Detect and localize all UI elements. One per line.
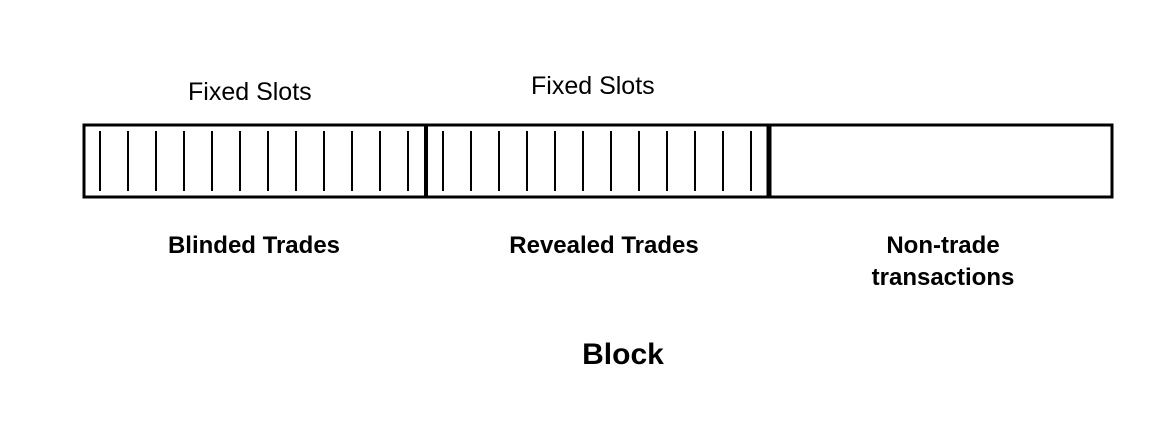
block-title: Block bbox=[582, 338, 664, 371]
section-label-nontrade-line1: Non-trade bbox=[886, 232, 1000, 259]
fixed-slots-label-blinded: Fixed Slots bbox=[188, 78, 312, 106]
section-label-nontrade-transactions: Non-trade transactions bbox=[838, 230, 1048, 294]
section-label-revealed-trades: Revealed Trades bbox=[509, 232, 699, 259]
block-outline bbox=[82, 123, 1114, 199]
section-label-nontrade-line2: transactions bbox=[871, 264, 1015, 291]
blinded-trades-slots bbox=[99, 131, 409, 191]
fixed-slots-label-revealed: Fixed Slots bbox=[531, 72, 655, 100]
section-label-blinded-trades: Blinded Trades bbox=[167, 232, 341, 259]
revealed-trades-slots bbox=[442, 131, 752, 191]
